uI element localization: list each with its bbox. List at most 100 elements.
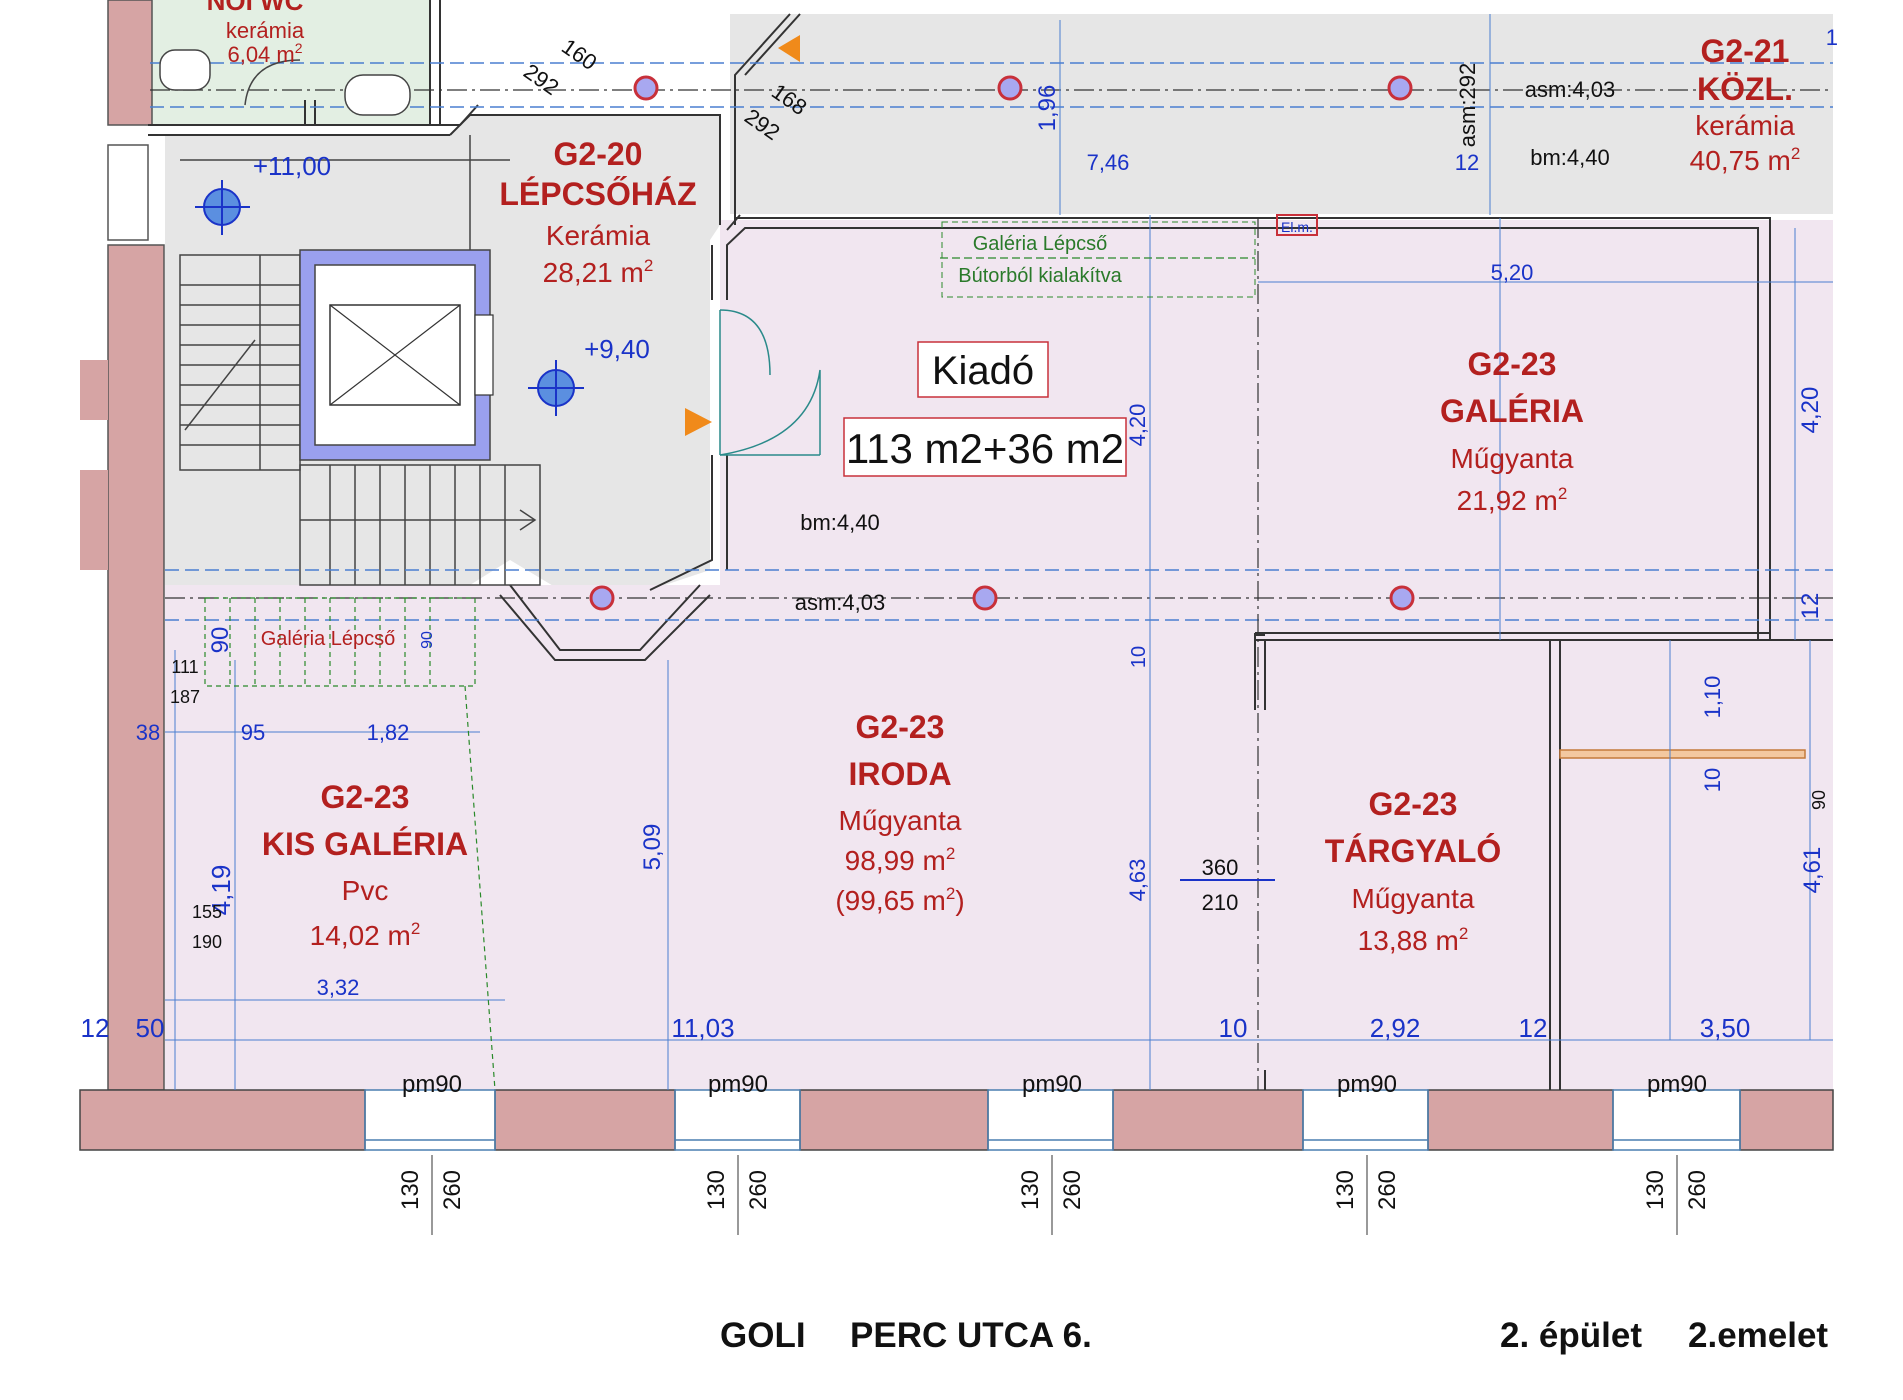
svg-text:pm90: pm90 xyxy=(402,1071,462,1098)
footer-location-2: PERC UTCA 6. xyxy=(850,1316,1092,1355)
bottom-wall-left xyxy=(79,1089,366,1151)
dim-187: 187 xyxy=(170,687,200,707)
dim-12a: 12 xyxy=(1455,150,1479,175)
gallery-name: GALÉRIA xyxy=(1440,393,1584,429)
svg-text:260: 260 xyxy=(1374,1170,1401,1210)
asm-292: asm:292 xyxy=(1455,63,1480,147)
corridor-area: 40,75 m2 xyxy=(1690,144,1801,176)
level-lower: +9,40 xyxy=(584,334,650,364)
meeting-name: TÁRGYALÓ xyxy=(1325,833,1502,869)
rental-label: Kiadó xyxy=(932,349,1034,393)
gallery-stair-note-2: Bútorból kialakítva xyxy=(958,265,1122,287)
bottom-wall-4 xyxy=(1112,1089,1304,1151)
rental-label-box xyxy=(917,341,1049,398)
meeting-floor: Műgyanta xyxy=(1352,883,1475,914)
dim-419: 4,19 xyxy=(206,865,236,916)
office-floor: Műgyanta xyxy=(839,805,962,836)
dim-10c: 10 xyxy=(1219,1013,1248,1043)
stair-area: 28,21 m2 xyxy=(543,256,654,288)
office-area-alt: (99,65 m2) xyxy=(835,884,964,916)
svg-text:130: 130 xyxy=(1642,1170,1669,1210)
office-name: IRODA xyxy=(848,756,951,792)
dim-10b: 10 xyxy=(1700,768,1725,792)
svg-text:pm90: pm90 xyxy=(1022,1071,1082,1098)
window-5: pm90 130 260 xyxy=(1642,1071,1711,1235)
office-code: G2-23 xyxy=(856,709,945,745)
dim-461: 4,61 xyxy=(1799,847,1826,894)
meeting-area: 13,88 m2 xyxy=(1358,924,1469,956)
dim-90a: 90 xyxy=(207,627,234,654)
bottom-wall-5 xyxy=(1427,1089,1614,1151)
gallery-code: G2-23 xyxy=(1468,346,1557,382)
window-1: pm90 130 260 xyxy=(397,1071,466,1235)
dim-111: 111 xyxy=(171,657,198,677)
meeting-code: G2-23 xyxy=(1369,786,1458,822)
gallery-area: 21,92 m2 xyxy=(1457,484,1568,516)
bottom-wall-2 xyxy=(494,1089,676,1151)
dim-160: 160 xyxy=(557,34,601,76)
dim-90c: 90 xyxy=(1809,790,1829,810)
dim-420a: 4,20 xyxy=(1125,404,1150,447)
staircase xyxy=(179,135,541,586)
dim-196: 1,96 xyxy=(1034,85,1061,132)
dim-190: 190 xyxy=(192,932,222,952)
rental-area-box xyxy=(843,417,1127,477)
dim-12d: 12 xyxy=(1519,1013,1548,1043)
stair-floor: Kerámia xyxy=(546,220,651,251)
level-upper: +11,00 xyxy=(253,151,331,181)
beam-lines xyxy=(150,62,1833,621)
left-edge-column xyxy=(80,360,108,420)
small-gallery-stair-note: Galéria Lépcső xyxy=(261,628,396,650)
office-fill xyxy=(165,585,1833,1090)
bm-office: bm:4,40 xyxy=(800,510,880,535)
svg-text:130: 130 xyxy=(703,1170,730,1210)
footer-building: 2. épület xyxy=(1500,1316,1642,1355)
window-openings xyxy=(364,1089,1741,1151)
stair-door xyxy=(719,309,821,456)
wc-area: 6,04 m2 xyxy=(227,40,302,67)
left-wall xyxy=(107,0,153,126)
dim-332: 3,32 xyxy=(317,975,360,1000)
level-marker-upper xyxy=(195,180,250,235)
svg-text:260: 260 xyxy=(745,1170,772,1210)
small-gallery-stair xyxy=(204,597,496,1091)
dim-463: 4,63 xyxy=(1125,859,1150,902)
svg-text:pm90: pm90 xyxy=(1647,1071,1707,1098)
bm-top: bm:4,40 xyxy=(1530,145,1610,170)
dim-95: 95 xyxy=(241,720,265,745)
dim-292a: 292 xyxy=(519,59,563,101)
small-gallery-code: G2-23 xyxy=(321,779,410,815)
stair-name: LÉPCSŐHÁZ xyxy=(499,176,696,212)
corridor-floor: kerámia xyxy=(1695,110,1795,141)
arrow-marker-door xyxy=(685,408,712,436)
stair-code: G2-20 xyxy=(554,136,643,172)
svg-text:130: 130 xyxy=(397,1170,424,1210)
left-edge-column-2 xyxy=(80,470,108,570)
dim-350: 3,50 xyxy=(1700,1013,1751,1043)
svg-text:pm90: pm90 xyxy=(1337,1071,1397,1098)
dim-12b: 12 xyxy=(1797,593,1824,620)
asm-office: asm:4,03 xyxy=(795,590,886,615)
svg-text:130: 130 xyxy=(1017,1170,1044,1210)
dim-lines xyxy=(165,14,1833,1090)
corridor-code: G2-21 xyxy=(1701,33,1790,69)
dim-1103: 11,03 xyxy=(671,1013,734,1043)
meeting-partition xyxy=(1559,749,1806,759)
bottom-wall-3 xyxy=(799,1089,989,1151)
gallery-stair-note-box xyxy=(941,221,1256,298)
dim-292c: 2,92 xyxy=(1370,1013,1421,1043)
el-box xyxy=(1276,214,1318,236)
footer-floor: 2.emelet xyxy=(1688,1316,1828,1355)
svg-text:260: 260 xyxy=(439,1170,466,1210)
dim-38: 38 xyxy=(136,720,160,745)
dim-360: 360 xyxy=(1202,855,1239,880)
small-gallery-area: 14,02 m2 xyxy=(310,919,421,951)
window-3: pm90 130 260 xyxy=(1017,1071,1086,1235)
wc-title: NŐI WC xyxy=(207,0,304,16)
dim-182: 1,82 xyxy=(367,720,410,745)
dim-746: 7,46 xyxy=(1087,150,1130,175)
footer-location-1: GOLI xyxy=(720,1316,806,1355)
dim-50: 50 xyxy=(136,1013,165,1043)
wc-floor: kerámia xyxy=(226,18,305,43)
